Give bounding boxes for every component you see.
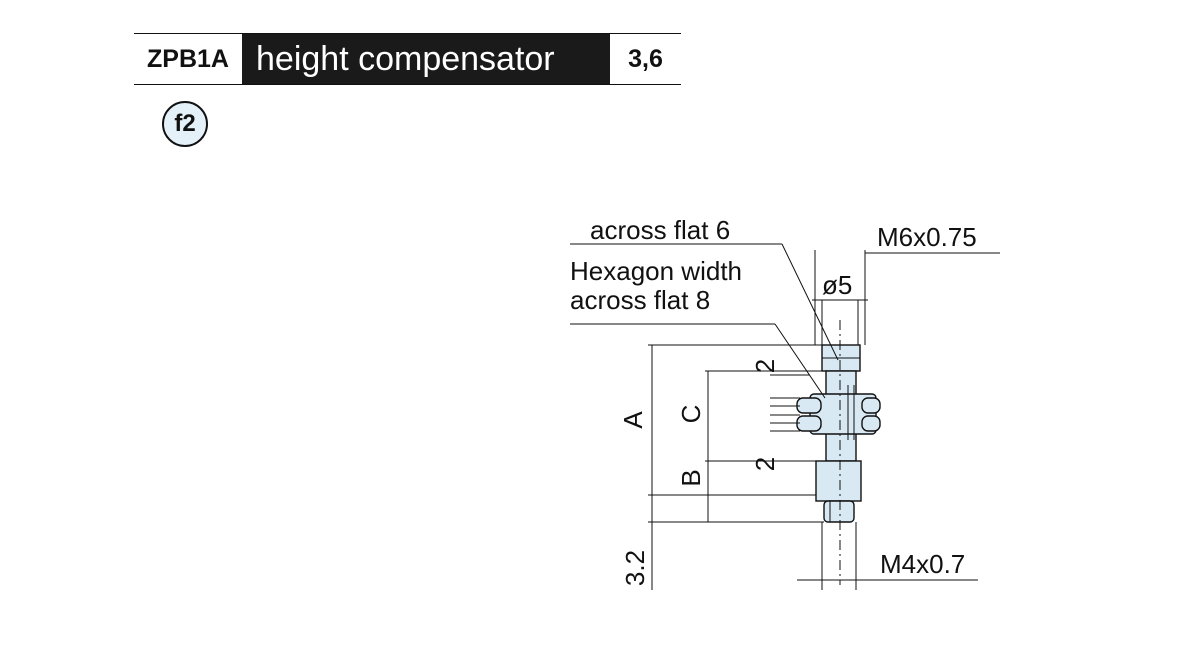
section-title: height compensator: [242, 34, 610, 84]
section-header: ZPB1A height compensator 3,6: [134, 33, 681, 85]
label-hexagon-width: Hexagon width: [570, 256, 742, 286]
left-hex-upper: [796, 397, 822, 414]
bottom-thread: [823, 500, 855, 523]
dim-label-a: A: [618, 411, 648, 429]
label-across-flat-8: across flat 8: [570, 285, 710, 315]
extension-lines: [570, 243, 1000, 590]
dim-label-b: B: [676, 469, 706, 486]
right-hex-upper: [861, 397, 881, 414]
leader-af8-diagonal: [774, 323, 826, 399]
dim-label-2-bottom: 2: [750, 457, 780, 471]
dim-label-2-top: 2: [750, 359, 780, 373]
neck: [815, 460, 862, 502]
model-code: ZPB1A: [147, 44, 229, 73]
label-diameter: ø5: [822, 270, 852, 300]
label-thread-top: M6x0.75: [877, 222, 977, 252]
dim-label-3-2: 3.2: [620, 550, 650, 586]
part-outline: [796, 344, 881, 523]
label-across-flat-6: across flat 6: [590, 215, 730, 245]
label-thread-bottom: M4x0.7: [880, 549, 965, 579]
leader-af6-diagonal: [781, 243, 839, 361]
center-nut: [809, 393, 877, 435]
part-detail-lines: [822, 357, 860, 522]
size-list: 3,6: [628, 44, 663, 73]
variant-badge: f2: [162, 101, 208, 147]
left-hex-lower: [796, 415, 822, 432]
dim-label-c: C: [676, 405, 706, 424]
right-hex-lower: [861, 415, 881, 432]
